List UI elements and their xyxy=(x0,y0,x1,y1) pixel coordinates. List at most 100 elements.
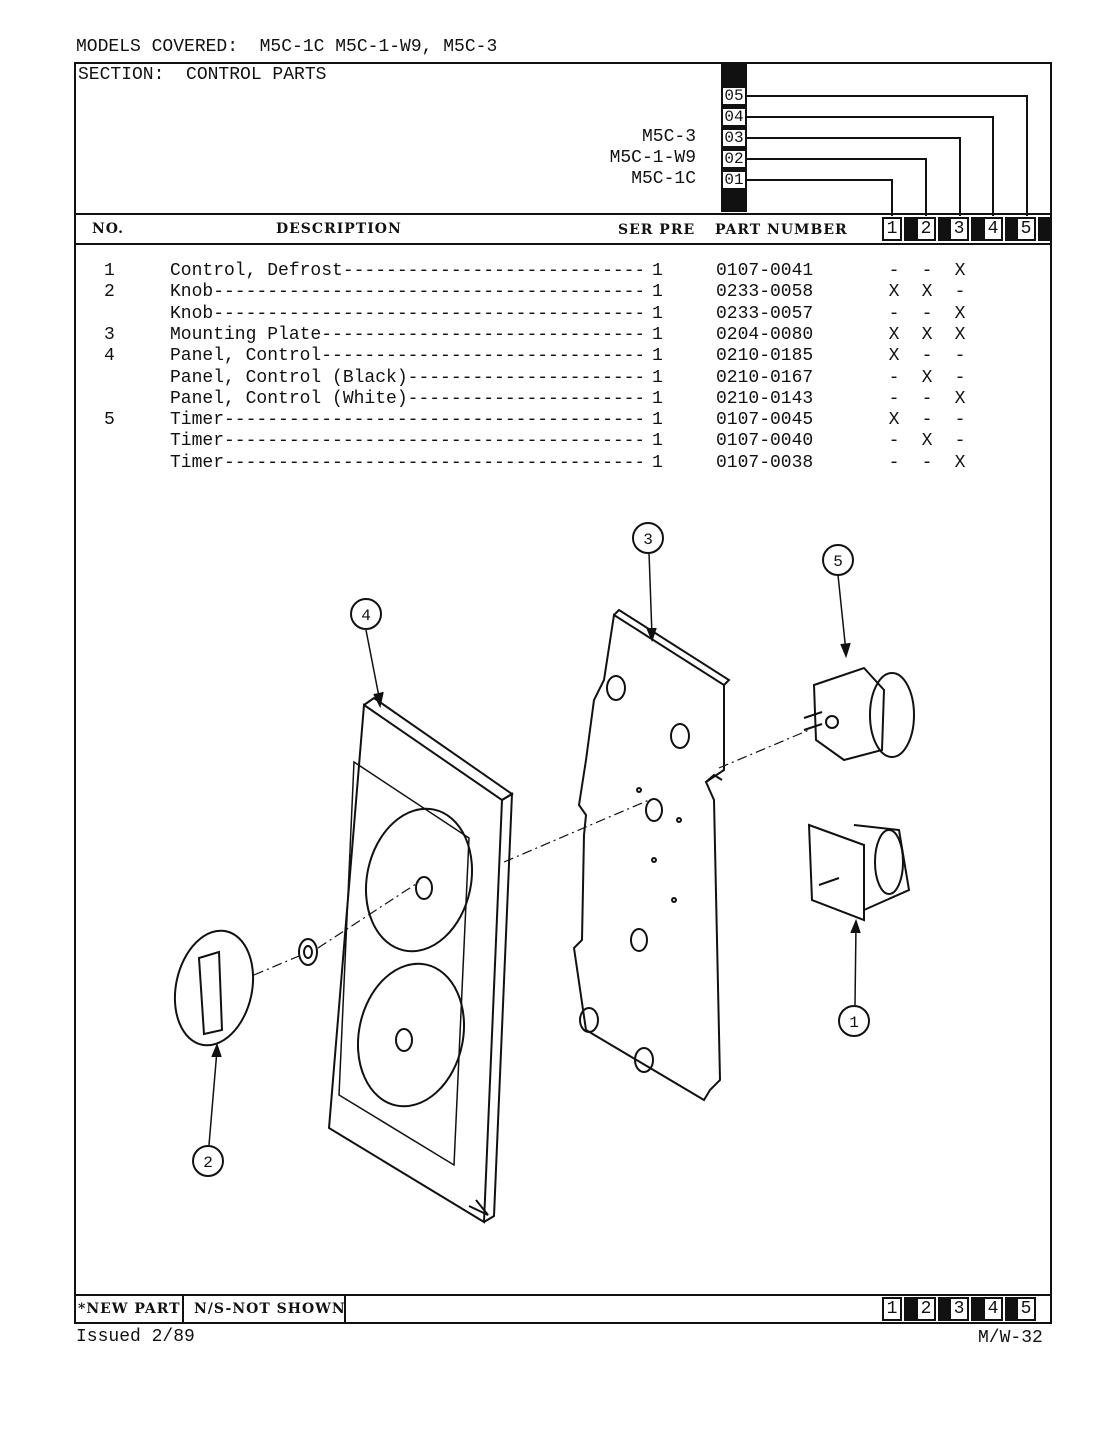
footer-col-separator xyxy=(971,1297,983,1321)
header-rule-bottom xyxy=(74,243,1052,245)
part-description: Knob------------------------------------… xyxy=(170,282,642,303)
part-description: Knob------------------------------------… xyxy=(170,303,642,324)
col-header-ser-pre: SER PRE xyxy=(618,222,696,238)
col-header-part-number: PART NUMBER xyxy=(715,222,848,238)
part-description: Panel, Control--------------------------… xyxy=(170,346,642,367)
part-qty: 1 xyxy=(652,324,663,345)
page-frame xyxy=(74,62,1052,1324)
footer-model-col-1: 1 xyxy=(882,1297,902,1321)
part-qty: 1 xyxy=(652,410,663,431)
header-rule-top xyxy=(74,213,1052,215)
part-qty: 1 xyxy=(652,367,663,388)
part-qty: 1 xyxy=(652,303,663,324)
part-description: Timer-----------------------------------… xyxy=(170,452,642,473)
header-model-col-3: 3 xyxy=(949,217,969,241)
model-code-05: 05 xyxy=(721,86,747,106)
part-row: Panel, Control (White)------------------… xyxy=(0,389,1100,410)
footer-divider-1 xyxy=(182,1294,184,1324)
part-number: 0210-0185 xyxy=(716,346,814,367)
footer-divider-2 xyxy=(344,1294,346,1324)
footer-model-col-5: 5 xyxy=(1016,1297,1036,1321)
knob-drawing xyxy=(173,929,255,1047)
footer-new-part: *NEW PART xyxy=(78,1301,181,1317)
part-no: 3 xyxy=(104,324,115,345)
part-no: 1 xyxy=(104,261,115,281)
col-header-description: DESCRIPTION xyxy=(276,221,402,237)
header-col-separator xyxy=(1005,217,1017,241)
footer-model-col-2: 2 xyxy=(916,1297,936,1321)
part-model-1: - xyxy=(888,303,900,324)
part-model-2: - xyxy=(921,452,933,473)
header-model-col-2: 2 xyxy=(916,217,936,241)
part-description: Control, Defrost------------------------… xyxy=(170,261,642,281)
model-connector-lines xyxy=(747,95,1028,216)
model-name-03: M5C-3 xyxy=(641,127,696,147)
part-model-3: X xyxy=(954,388,966,409)
issued-date: Issued 2/89 xyxy=(76,1327,195,1347)
part-row: 4 Panel, Control-------------------------… xyxy=(0,346,1100,367)
callout-1: 1 xyxy=(849,1014,859,1032)
connector-04 xyxy=(747,116,994,216)
part-model-3: - xyxy=(954,410,966,431)
part-model-2: - xyxy=(921,388,933,409)
connector-02 xyxy=(747,158,927,216)
part-model-3: - xyxy=(954,431,966,452)
part-description: Timer-----------------------------------… xyxy=(170,431,642,452)
part-row: Knob------------------------------------… xyxy=(0,304,1100,325)
part-model-2: - xyxy=(921,346,933,367)
model-code-04: 04 xyxy=(721,107,747,127)
part-number: 0107-0041 xyxy=(716,261,814,281)
section-title: SECTION: CONTROL PARTS xyxy=(78,65,327,85)
part-model-1: - xyxy=(888,261,900,281)
part-model-2: X xyxy=(921,431,933,452)
part-model-2: X xyxy=(921,324,933,345)
part-row: 3 Mounting Plate-------------------------… xyxy=(0,325,1100,346)
part-model-3: X xyxy=(954,303,966,324)
part-no: 4 xyxy=(104,346,115,367)
control-panel-drawing xyxy=(327,696,514,1224)
callout-4: 4 xyxy=(361,607,371,625)
footer-rule xyxy=(74,1294,1052,1296)
part-description: Mounting Plate--------------------------… xyxy=(170,324,642,345)
header-col-separator xyxy=(938,217,950,241)
part-number: 0210-0143 xyxy=(716,388,814,409)
part-model-1: X xyxy=(888,346,900,367)
part-number: 0107-0038 xyxy=(716,452,814,473)
header-model-col-4: 4 xyxy=(983,217,1003,241)
washer-drawing xyxy=(298,938,318,966)
model-code-02: 02 xyxy=(721,149,747,169)
part-row: Panel, Control (Black)------------------… xyxy=(0,368,1100,389)
model-name-02: M5C-1-W9 xyxy=(609,148,696,168)
part-model-3: X xyxy=(954,452,966,473)
part-qty: 1 xyxy=(652,431,663,452)
part-qty: 1 xyxy=(652,261,663,281)
model-name-01: M5C-1C xyxy=(631,169,696,189)
part-model-3: - xyxy=(954,282,966,303)
part-model-2: - xyxy=(921,410,933,431)
assembly-lines xyxy=(253,729,810,976)
part-model-1: - xyxy=(888,367,900,388)
part-row: Timer-----------------------------------… xyxy=(0,431,1100,452)
part-number: 0210-0167 xyxy=(716,367,814,388)
defrost-control-drawing xyxy=(807,823,911,922)
part-number: 0233-0058 xyxy=(716,282,814,303)
part-number: 0233-0057 xyxy=(716,303,814,324)
header-col-separator xyxy=(971,217,983,241)
part-qty: 1 xyxy=(652,282,663,303)
part-row: 1 Control, Defrost-----------------------… xyxy=(0,261,1100,282)
model-code-01: 01 xyxy=(721,170,747,190)
part-qty: 1 xyxy=(652,388,663,409)
part-number: 0107-0045 xyxy=(716,410,814,431)
part-model-3: - xyxy=(954,367,966,388)
callout-2: 2 xyxy=(203,1154,213,1172)
part-model-3: X xyxy=(954,324,966,345)
part-number: 0107-0040 xyxy=(716,431,814,452)
part-model-2: X xyxy=(921,367,933,388)
callout-5: 5 xyxy=(833,553,843,571)
part-model-1: - xyxy=(888,431,900,452)
connector-05 xyxy=(747,95,1028,216)
footer-not-shown: N/S-NOT SHOWN xyxy=(194,1301,346,1317)
footer-col-separator xyxy=(904,1297,916,1321)
exploded-parts-diagram: 1 2 3 4 5 xyxy=(173,522,915,1224)
